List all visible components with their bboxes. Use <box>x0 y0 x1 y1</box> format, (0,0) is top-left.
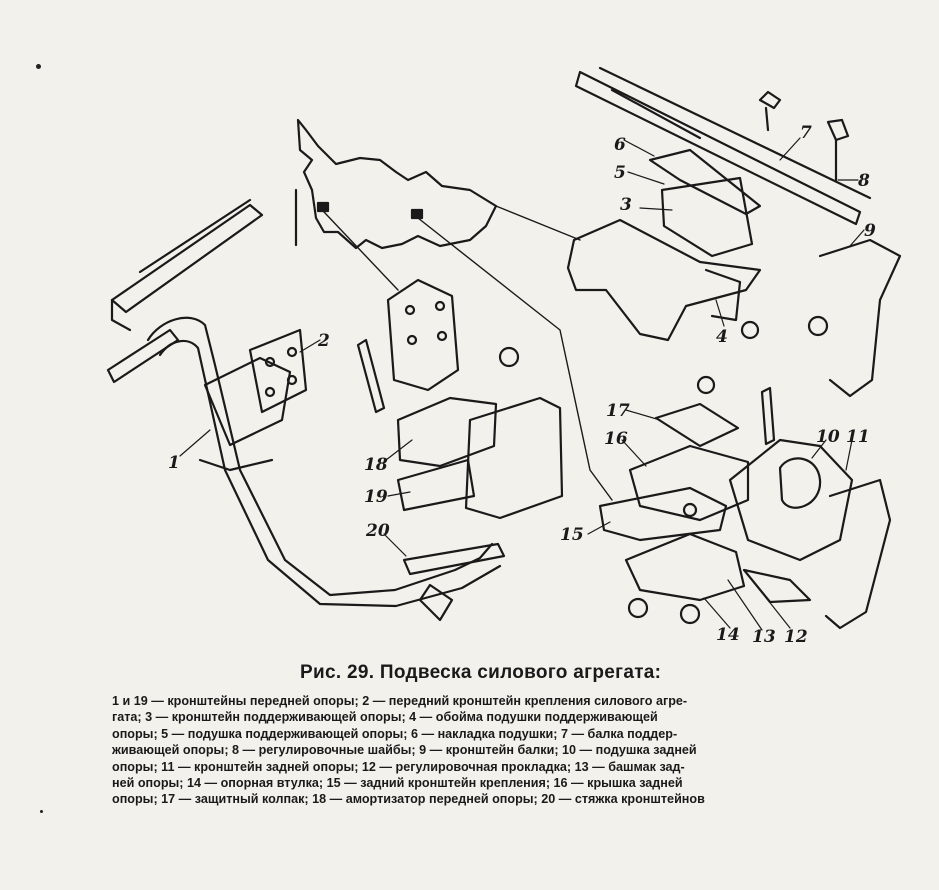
figure-caption-title: Рис. 29. Подвеска силового агрегата: <box>300 662 662 683</box>
callout-labels: 1 2 3 4 5 6 7 8 9 10 11 12 13 14 15 16 1… <box>168 123 876 647</box>
front-frame-rail <box>106 198 502 608</box>
legend-line: живающей опоры; 8 — регулировочные шайбы… <box>112 743 697 758</box>
callout-2: 2 <box>317 331 330 351</box>
ink-speck <box>36 64 41 69</box>
callout-12: 12 <box>784 627 808 647</box>
callout-14: 14 <box>716 625 740 645</box>
legend-line: опоры; 5 — подушка поддерживающей опоры;… <box>112 726 678 741</box>
callout-19: 19 <box>364 487 388 507</box>
callout-4: 4 <box>716 327 728 347</box>
front-mount-assembly <box>356 278 564 622</box>
callout-15: 15 <box>560 525 584 545</box>
callout-16: 16 <box>604 429 628 449</box>
callout-9: 9 <box>864 221 876 241</box>
callout-13: 13 <box>752 627 776 647</box>
callout-10: 10 <box>816 427 840 447</box>
figure-legend: 1 и 19 — кронштейны передней опоры; 2 — … <box>112 693 912 808</box>
legend-line: опоры; 17 — защитный колпак; 18 — аморти… <box>112 792 705 807</box>
callout-6: 6 <box>614 135 626 155</box>
callout-1: 1 <box>168 453 180 473</box>
legend-line: 1 и 19 — кронштейны передней опоры; 2 — … <box>112 694 688 708</box>
callout-3: 3 <box>620 195 632 215</box>
legend-line: опоры; 11 — кронштейн задней опоры; 12 —… <box>112 759 685 774</box>
callout-11: 11 <box>846 427 870 447</box>
callout-5: 5 <box>614 163 626 183</box>
front-bracket-2 <box>248 328 308 414</box>
legend-line: гата; 3 — кронштейн поддерживающей опоры… <box>112 710 658 725</box>
callout-20: 20 <box>365 521 390 541</box>
callout-17: 17 <box>606 401 630 421</box>
callout-18: 18 <box>364 455 388 475</box>
support-mount-assembly <box>566 66 902 398</box>
callout-7: 7 <box>800 123 812 143</box>
legend-line: ней опоры; 14 — опорная втулка; 15 — зад… <box>112 776 683 791</box>
callout-8: 8 <box>857 171 870 191</box>
engine-mount-illustration: 1 2 3 4 5 6 7 8 9 10 11 12 13 14 15 16 1… <box>106 66 902 647</box>
engine-silhouette <box>294 118 498 250</box>
ink-speck <box>40 810 43 813</box>
